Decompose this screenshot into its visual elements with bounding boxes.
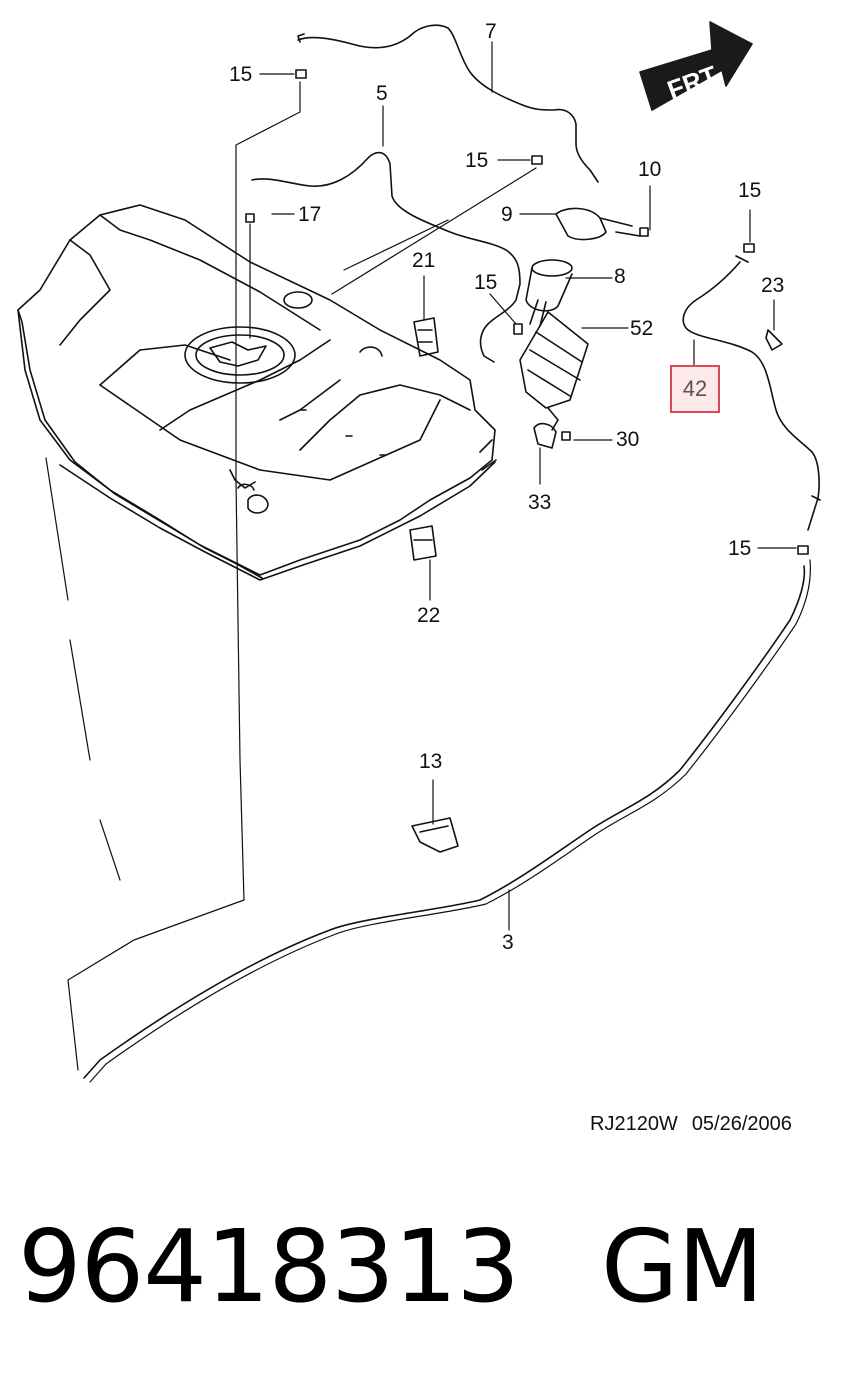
callout-30: 30 bbox=[616, 428, 640, 451]
callout-15-filter: 15 bbox=[474, 271, 498, 294]
callout-10: 10 bbox=[638, 158, 662, 181]
clip-13 bbox=[411, 817, 459, 853]
callout-33: 33 bbox=[528, 491, 552, 514]
fuel-filter bbox=[525, 207, 641, 327]
reference-code: RJ2120W bbox=[590, 1113, 678, 1135]
brand-name: GM bbox=[600, 1208, 764, 1325]
fuel-system-diagram: FRT bbox=[17, 21, 821, 1083]
leader-lines bbox=[46, 41, 797, 1071]
callout-15-mid: 15 bbox=[465, 149, 489, 172]
filter-bracket bbox=[519, 311, 589, 431]
front-direction-arrow-icon: FRT bbox=[639, 21, 753, 111]
clip-21 bbox=[413, 317, 439, 357]
bracket-23 bbox=[765, 329, 783, 351]
part-number: 96418313 bbox=[18, 1208, 520, 1325]
fuel-line-5 bbox=[251, 151, 521, 363]
hose-clamp-15 bbox=[245, 69, 809, 555]
reference-date: 05/26/2006 bbox=[691, 1113, 792, 1135]
callout-42: 42 bbox=[682, 376, 708, 401]
callout-3: 3 bbox=[502, 931, 514, 954]
diagram-reference: RJ2120W 05/26/2006 bbox=[590, 1113, 792, 1136]
fuel-line-7 bbox=[297, 24, 599, 183]
fuel-line-3 bbox=[83, 565, 806, 1079]
callout-7: 7 bbox=[485, 20, 497, 43]
callout-52: 52 bbox=[630, 317, 654, 340]
callout-9: 9 bbox=[501, 203, 513, 226]
callout-15-right: 15 bbox=[738, 179, 762, 202]
callout-23: 23 bbox=[761, 274, 785, 297]
callout-21: 21 bbox=[412, 249, 436, 272]
callout-42-highlighted: 42 bbox=[670, 365, 720, 413]
callout-5: 5 bbox=[376, 82, 388, 105]
callout-15-top: 15 bbox=[229, 63, 253, 86]
callout-17: 17 bbox=[298, 203, 322, 226]
callout-13: 13 bbox=[419, 750, 443, 773]
callout-15-lower: 15 bbox=[728, 537, 752, 560]
callout-22: 22 bbox=[417, 604, 441, 627]
fuel-line-42 bbox=[682, 261, 820, 531]
fuel-tank bbox=[17, 204, 497, 581]
callout-8: 8 bbox=[614, 265, 626, 288]
clip-22 bbox=[409, 525, 437, 561]
clip-33 bbox=[533, 422, 557, 449]
